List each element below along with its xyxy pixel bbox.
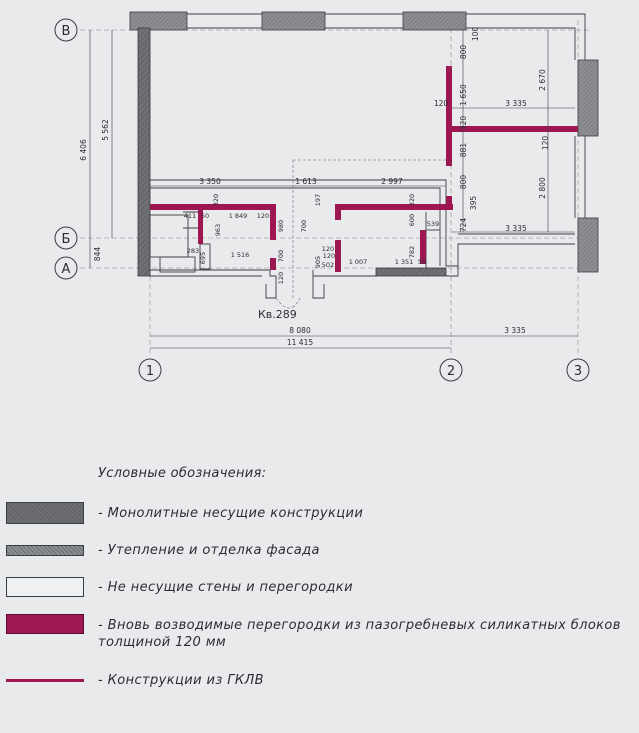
dim-int-1007: 1 007 [349,258,368,266]
dim-bottom-3335: 3 335 [504,326,526,335]
dim-int-980: 980 [277,220,285,232]
dim-int-120c: 120 [322,245,334,253]
dim-right-881: 881 [459,143,468,158]
dim-int-539: 539 [427,220,439,228]
dim-right-320: 320 [459,116,468,131]
dim-right-2670: 2 670 [538,69,547,91]
legend-label-new-partitions-line2: толщиной 120 мм [98,635,227,650]
dim-right-724: 724 [459,218,468,233]
floor-plan: В Б А 1 2 3 Кв.289 8 080 3 335 11 415 6 … [54,11,599,382]
legend-title: Условные обозначения: [98,466,267,481]
dim-right-2800: 2 800 [538,177,547,199]
legend-swatch-gklv [6,679,84,682]
dim-right-100: 100 [471,27,480,42]
dim-right-3335b: 3 335 [505,224,527,233]
dim-int-695: 695 [199,252,207,264]
dim-int-320a: 320 [212,194,220,206]
dimension-lines [89,30,578,349]
dim-int-320b: 320 [408,194,416,206]
dim-right-120b: 120 [541,136,550,151]
dim-top-1613: 1 613 [295,177,317,186]
dim-int-782: 782 [408,246,416,258]
axis-label-col-2: 2 [447,364,455,379]
dim-int-120a: 120 [257,212,269,220]
monolithic-walls [137,27,447,277]
dim-int-1516: 1 516 [231,251,250,259]
dim-int-502: 502 [322,261,334,269]
legend-label-gklv: - Конструкции из ГКЛВ [98,673,264,688]
legend-label-facade: - Утепление и отделка фасада [98,543,320,558]
axis-bubbles [54,18,590,382]
dim-int-283: 283 [187,247,199,255]
axis-label-row-b: Б [62,232,71,247]
dim-int-120b: 120 [323,252,335,260]
axis-label-col-3: 3 [574,364,582,379]
legend-label-monolithic: - Монолитные несущие конструкции [98,506,364,521]
dim-int-600: 600 [408,214,416,226]
dim-int-700b: 700 [277,250,285,262]
dim-int-1351: 1 351 [395,258,414,266]
dim-right-395: 395 [469,196,478,211]
dim-int-963: 963 [214,224,222,236]
dim-int-197: 197 [314,194,322,206]
dim-int-50: 50 [201,212,209,220]
dim-bottom-8080: 8 080 [289,326,311,335]
axis-label-row-a: А [62,262,71,277]
dim-left-5562: 5 562 [101,119,110,141]
axis-label-col-1: 1 [146,364,154,379]
legend-label-nonbearing: - Не несущие стены и перегородки [98,580,353,595]
outline-walls [149,13,586,299]
legend-swatch-nonbearing [6,577,84,597]
legend-swatch-facade [6,545,84,556]
legend-label-new-partitions: - Вновь возводимые перегородки из пазогр… [98,618,621,633]
dim-right-800b: 800 [459,175,468,190]
dim-right-1650: 1 650 [459,84,468,106]
dim-bottom-11415: 11 415 [287,338,313,347]
new-partitions [150,66,578,272]
legend-swatch-new-partitions [6,614,84,634]
dim-left-844: 844 [93,247,102,262]
dim-right-120a: 120 [434,99,449,108]
dim-left-6406: 6 406 [79,139,88,161]
apartment-label: Кв.289 [258,308,297,321]
dim-int-700a: 700 [300,220,308,232]
axis-label-row-v: В [62,24,71,39]
dim-int-411: 411 [184,212,196,220]
dim-right-3335a: 3 335 [505,99,527,108]
facade-blocks [129,11,599,273]
dim-int-50b: 50 [418,258,426,266]
dim-int-1849: 1 849 [229,212,248,220]
dim-int-120d: 120 [277,272,285,284]
legend-swatch-monolithic [6,502,84,524]
dim-top-2997: 2 997 [381,177,403,186]
axis-lines [80,20,590,355]
dim-right-800a: 800 [459,45,468,60]
dim-top-3350: 3 350 [199,177,221,186]
door-arcs [275,159,446,309]
dim-int-905: 905 [314,256,322,268]
